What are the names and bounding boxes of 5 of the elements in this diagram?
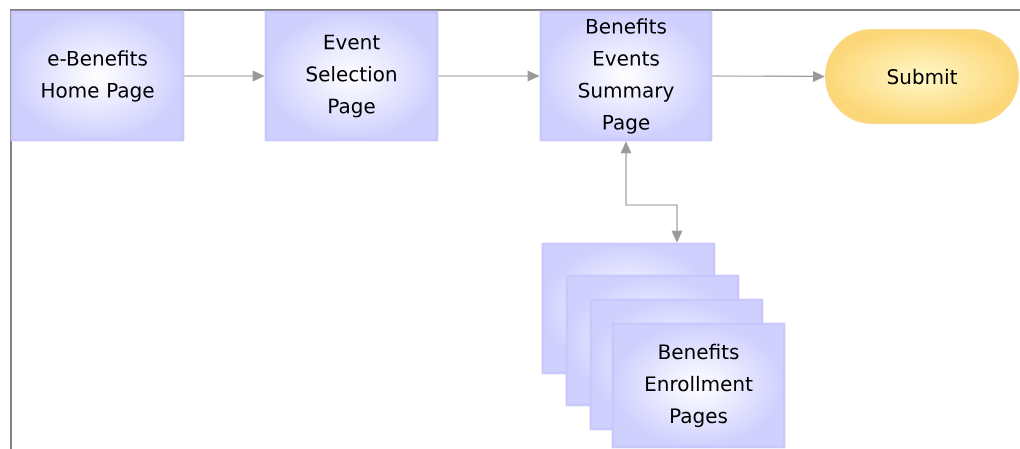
page-box: Event Selection Page (264, 10, 439, 142)
page-box: e-Benefits Home Page (10, 10, 185, 142)
page-box: Benefits Events Summary Page (539, 10, 713, 142)
page-box: Benefits Enrollment Pages (611, 322, 786, 449)
arrow (711, 70, 825, 82)
